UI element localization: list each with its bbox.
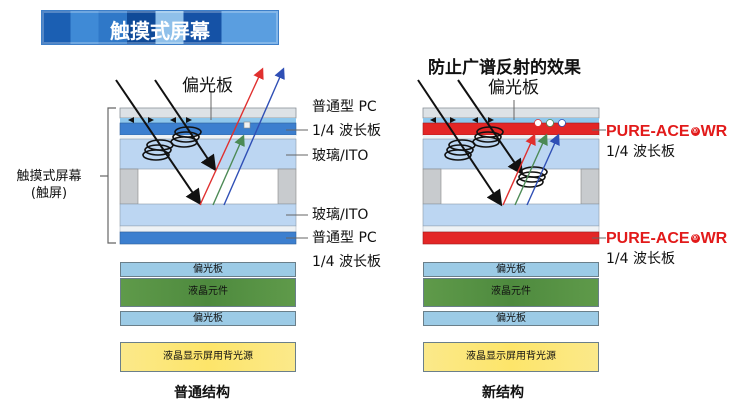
left-pc-top — [119, 107, 297, 119]
left-polarizer-label: 偏光板 — [182, 76, 233, 96]
right-film-sub-bottom: 1/4 波长板 — [606, 251, 675, 267]
left-label-qwp-bottom: 1/4 波长板 — [312, 254, 381, 270]
left-gap-bottom — [119, 225, 297, 233]
right-film-bottom — [422, 231, 600, 245]
film-name: PURE-ACE — [606, 123, 690, 140]
left-label-glass-bottom: 玻璃/ITO — [312, 207, 369, 223]
right-lcd-polarizer-bottom: 偏光板 — [423, 311, 599, 326]
left-touchscreen-stack — [119, 107, 297, 245]
registered-mark-icon: ® — [690, 127, 700, 137]
side-label-line2: (触屏) — [30, 186, 68, 201]
left-label-qwp-top: 1/4 波长板 — [312, 123, 381, 139]
right-reflected-green — [514, 133, 548, 206]
right-heading: 防止广谱反射的效果 — [428, 58, 581, 78]
left-incident-ray-1 — [115, 79, 202, 206]
right-reflected-blue — [526, 133, 560, 206]
right-polarizer-top — [423, 118, 599, 123]
left-glass-bottom — [119, 203, 297, 227]
left-circular-polarization-coils — [142, 126, 202, 161]
right-lcd-cell: 液晶元件 — [423, 278, 599, 307]
right-backlight: 液晶显示屏用背光源 — [423, 342, 599, 372]
left-caption: 普通结构 — [174, 385, 230, 401]
right-polarization-arrows — [430, 117, 494, 123]
left-reflected-blue — [223, 67, 285, 206]
right-pc-top — [422, 107, 600, 119]
side-label-line1: 触摸式屏幕 — [16, 169, 82, 184]
banner-title: 触摸式屏幕 — [110, 19, 210, 43]
left-label-pc-bottom: 普通型 PC — [312, 230, 377, 246]
right-circular-polarization-coils — [444, 126, 548, 188]
touchscreen-bracket — [107, 107, 116, 244]
left-lcd-polarizer-bottom: 偏光板 — [120, 311, 296, 326]
right-film-label-bottom: PURE-ACE®WR — [606, 230, 727, 248]
right-film-top — [422, 122, 600, 136]
right-lcd-polarizer-top: 偏光板 — [423, 262, 599, 277]
title-banner: 触摸式屏幕 — [41, 10, 279, 45]
left-spacer-l — [119, 168, 139, 205]
right-caption: 新结构 — [482, 385, 524, 401]
left-qwp-bottom — [119, 231, 297, 245]
left-polarization-mark — [243, 121, 251, 129]
right-spacer-r — [580, 168, 600, 205]
right-gap-bottom — [422, 225, 600, 233]
right-spacer-l — [422, 168, 442, 205]
left-lcd-polarizer-top: 偏光板 — [120, 262, 296, 277]
left-gap-top — [120, 135, 296, 139]
left-polarization-arrows — [128, 117, 192, 123]
right-glass-bottom — [422, 203, 600, 227]
left-glass-top — [119, 138, 297, 170]
left-spacer-r — [277, 168, 297, 205]
right-gap-top — [423, 135, 599, 139]
right-polarizer-label: 偏光板 — [488, 78, 539, 98]
right-reflected-red — [502, 133, 536, 206]
left-polarizer-top — [120, 118, 296, 123]
left-backlight: 液晶显示屏用背光源 — [120, 342, 296, 372]
right-film-label-top: PURE-ACE®WR — [606, 123, 727, 141]
left-label-pc-top: 普通型 PC — [312, 99, 377, 115]
registered-mark-icon: ® — [690, 234, 700, 244]
right-incident-ray-1 — [417, 79, 503, 207]
left-incident-ray-2 — [154, 79, 217, 172]
left-label-glass-top: 玻璃/ITO — [312, 148, 369, 164]
right-touchscreen-stack — [422, 107, 600, 245]
film-name: PURE-ACE — [606, 230, 690, 247]
film-suffix: WR — [700, 230, 728, 247]
right-polarization-marks — [534, 119, 566, 127]
left-reflected-red — [199, 67, 264, 206]
left-reflected-green — [212, 134, 245, 206]
right-film-sub-top: 1/4 波长板 — [606, 144, 675, 160]
film-suffix: WR — [700, 123, 728, 140]
left-lcd-cell: 液晶元件 — [120, 278, 296, 307]
touchscreen-side-label: 触摸式屏幕 (触屏) — [8, 168, 90, 202]
right-incident-ray-2 — [457, 79, 524, 176]
